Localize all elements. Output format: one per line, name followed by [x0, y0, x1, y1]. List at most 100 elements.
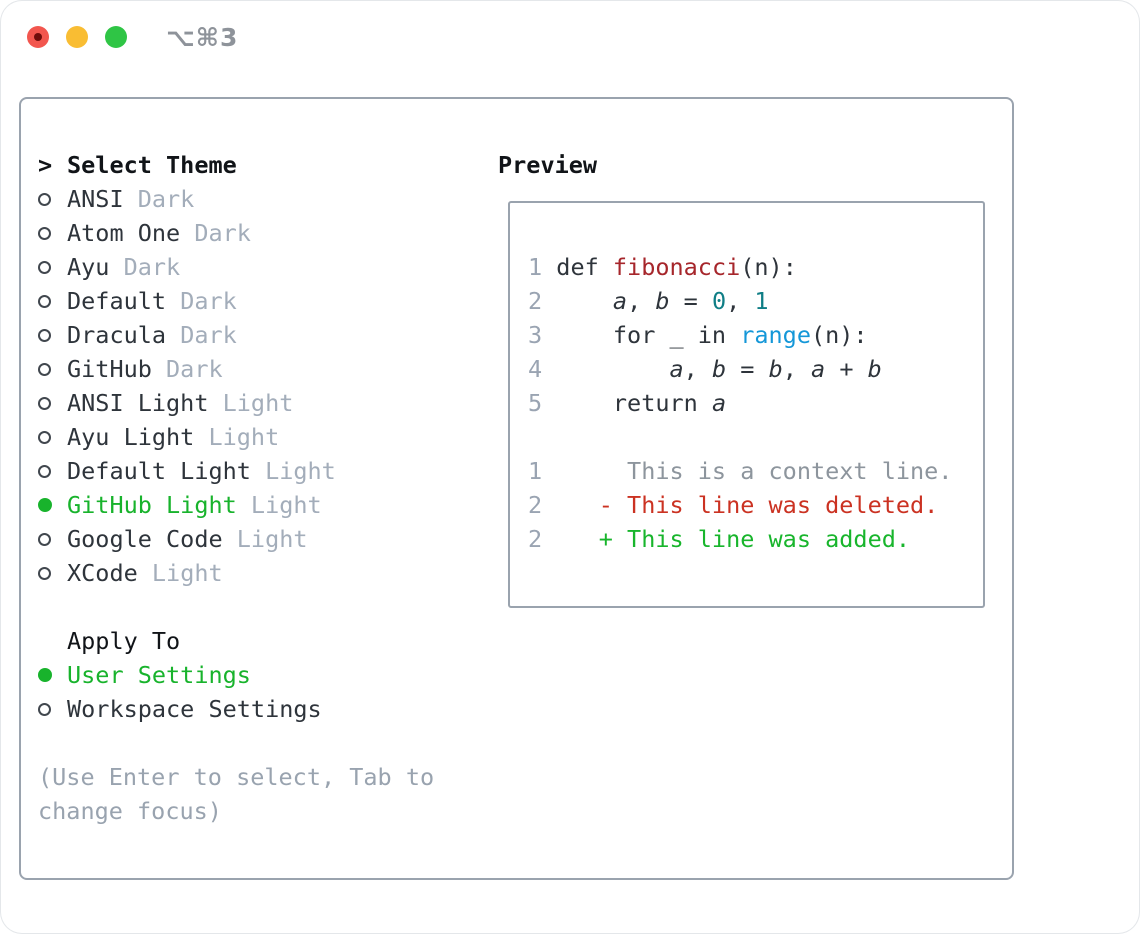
code-token: a: [669, 355, 684, 383]
radio-dot: [38, 329, 51, 342]
apply-option-workspace-settings[interactable]: Workspace Settings: [38, 692, 450, 726]
close-button[interactable]: [27, 26, 49, 48]
code-token: range: [740, 321, 811, 349]
code-token: =: [726, 355, 769, 383]
theme-option-default[interactable]: Default Dark: [38, 284, 450, 318]
theme-variant: Light: [194, 423, 280, 451]
radio-icon: [38, 556, 67, 590]
apply-option-label: Workspace Settings: [67, 695, 322, 723]
theme-option-github[interactable]: GitHub Dark: [38, 352, 450, 386]
apply-option-user-settings[interactable]: User Settings: [38, 658, 450, 692]
theme-name: Default Light: [67, 457, 251, 485]
theme-name: Ayu Light: [67, 423, 195, 451]
line-number: 2: [528, 525, 543, 553]
code-token: [542, 355, 669, 383]
theme-variant: Light: [208, 389, 294, 417]
theme-option-ansi[interactable]: ANSI Dark: [38, 182, 450, 216]
preview-line: 2 - This line was deleted.: [528, 488, 983, 522]
zoom-button[interactable]: [105, 26, 127, 48]
radio-dot: [38, 567, 51, 580]
theme-option-default-light[interactable]: Default Light Light: [38, 454, 450, 488]
code-token: b: [867, 355, 882, 383]
preview-line: 2 a, b = 0, 1: [528, 284, 983, 318]
theme-variant: Light: [137, 559, 223, 587]
apply-option-label: User Settings: [67, 661, 251, 689]
line-number: 2: [528, 491, 543, 519]
theme-variant: Light: [250, 457, 336, 485]
radio-dot: [38, 397, 51, 410]
help-text: (Use Enter to select, Tab to change focu…: [38, 763, 435, 825]
traffic-lights: [27, 26, 127, 48]
theme-name: Google Code: [67, 525, 223, 553]
code-token: - This line was deleted.: [542, 491, 939, 519]
code-token: for _ in: [542, 321, 741, 349]
theme-variant: Dark: [180, 219, 251, 247]
radio-selected-icon: [38, 488, 67, 522]
radio-selected-icon: [38, 658, 67, 692]
theme-option-ayu-light[interactable]: Ayu Light Light: [38, 420, 450, 454]
code-token: fibonacci: [612, 253, 741, 281]
preview-line: 1 This is a context line.: [528, 454, 983, 488]
theme-option-ansi-light[interactable]: ANSI Light Light: [38, 386, 450, 420]
code-token: def: [542, 253, 613, 281]
radio-dot: [38, 498, 52, 512]
radio-dot: [38, 465, 51, 478]
radio-dot: [38, 295, 51, 308]
select-theme-header: >Select Theme: [38, 148, 450, 182]
theme-variant: Dark: [166, 287, 237, 315]
radio-dot: [38, 668, 52, 682]
theme-option-google-code[interactable]: Google Code Light: [38, 522, 450, 556]
radio-icon: [38, 318, 67, 352]
preview-line: 4 a, b = b, a + b: [528, 352, 983, 386]
code-token: This is a context line.: [542, 457, 953, 485]
code-token: a: [612, 287, 628, 315]
apply-to-label: Apply To: [67, 627, 181, 655]
line-number: 5: [528, 389, 543, 417]
theme-variant: Dark: [123, 185, 195, 213]
minimize-button[interactable]: [66, 26, 88, 48]
radio-icon: [38, 284, 67, 318]
code-token: 0: [711, 287, 727, 315]
theme-variant: Dark: [151, 355, 223, 383]
theme-option-dracula[interactable]: Dracula Dark: [38, 318, 450, 352]
line-number: 1: [528, 253, 543, 281]
code-token: ,: [726, 287, 755, 315]
theme-variant: Dark: [109, 253, 181, 281]
theme-variant: Light: [222, 525, 308, 553]
line-number: 2: [528, 287, 543, 315]
radio-dot: [38, 363, 51, 376]
radio-dot: [38, 193, 51, 206]
radio-icon: [38, 216, 67, 250]
radio-icon: [38, 522, 67, 556]
code-token: =: [669, 287, 712, 315]
code-token: (n):: [810, 321, 868, 349]
code-token: (n):: [740, 253, 797, 281]
preview-line: 5 return a: [528, 386, 983, 420]
theme-name: GitHub Light: [67, 491, 237, 519]
theme-option-ayu[interactable]: Ayu Dark: [38, 250, 450, 284]
radio-icon: [38, 352, 67, 386]
line-number: 1: [528, 457, 543, 485]
code-token: return: [542, 389, 712, 417]
radio-dot: [38, 703, 51, 716]
theme-option-xcode[interactable]: XCode Light: [38, 556, 450, 590]
radio-dot: [38, 533, 51, 546]
theme-variant: Dark: [166, 321, 237, 349]
theme-name: GitHub: [67, 355, 152, 383]
theme-name: XCode: [67, 559, 138, 587]
code-token: b: [711, 355, 727, 383]
radio-dot: [38, 227, 51, 240]
theme-option-github-light[interactable]: GitHub Light Light: [38, 488, 450, 522]
radio-icon: [38, 182, 67, 216]
theme-name: Ayu: [67, 253, 110, 281]
theme-name: ANSI: [67, 185, 124, 213]
preview-line: 2 + This line was added.: [528, 522, 983, 556]
window-title: ⌥⌘3: [166, 23, 239, 52]
radio-icon: [38, 250, 67, 284]
theme-option-atom-one[interactable]: Atom One Dark: [38, 216, 450, 250]
code-token: [542, 287, 613, 315]
code-token: b: [768, 355, 783, 383]
